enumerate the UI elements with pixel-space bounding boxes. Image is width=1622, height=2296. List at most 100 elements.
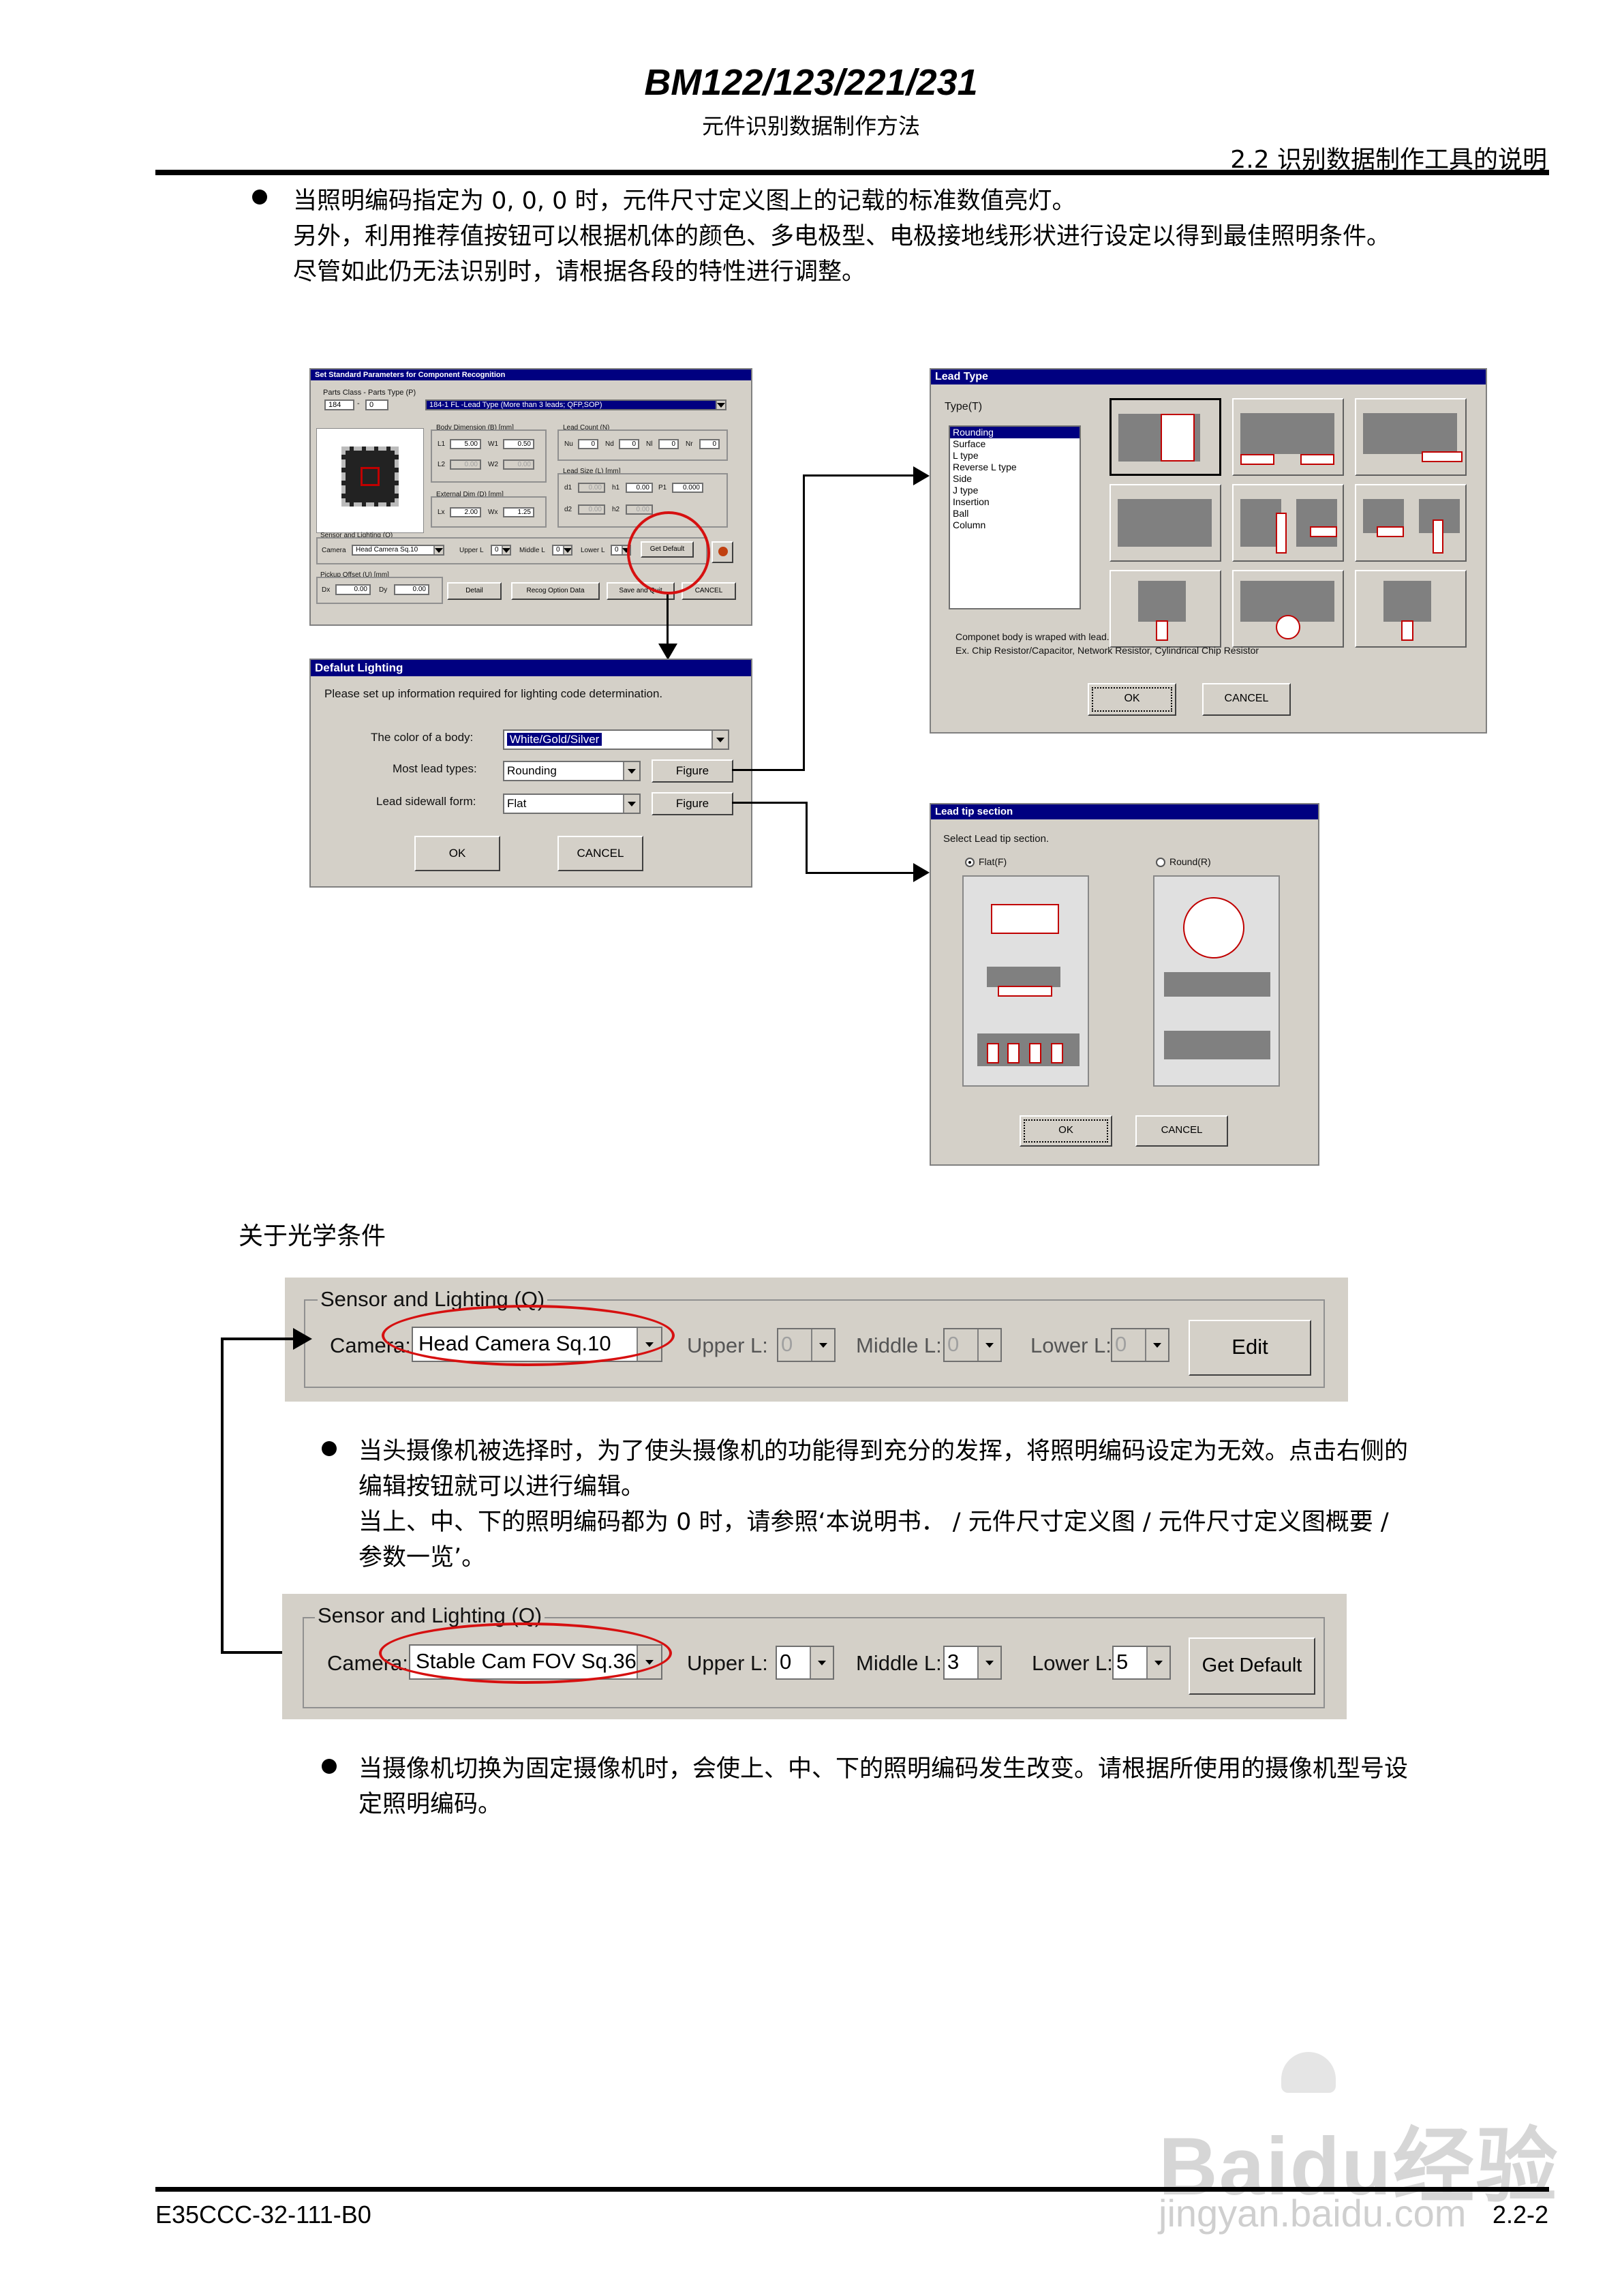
dx-input[interactable]: 0.00 bbox=[335, 584, 371, 595]
parts-class-dash: - bbox=[357, 399, 360, 408]
lower-label: Lower L: bbox=[1030, 1333, 1112, 1357]
nr-input[interactable]: 0 bbox=[699, 439, 720, 449]
get-default-button[interactable]: Get Default bbox=[1189, 1637, 1315, 1695]
parts-class-input[interactable]: 184 bbox=[324, 399, 354, 410]
list-item[interactable]: Insertion bbox=[953, 496, 990, 507]
l1-label: L1 bbox=[438, 440, 446, 448]
arrow-right-icon bbox=[913, 863, 930, 882]
middle-select[interactable]: 0 bbox=[552, 545, 572, 556]
chevron-down-icon bbox=[1146, 1647, 1169, 1678]
figure-lead-type-button[interactable]: Figure bbox=[652, 759, 733, 783]
chevron-down-icon bbox=[716, 401, 725, 409]
d2-input[interactable]: 0.00 bbox=[578, 504, 605, 515]
detail-button[interactable]: Detail bbox=[447, 582, 502, 600]
lead-type-titlebar: Lead Type bbox=[931, 369, 1486, 384]
lead-tile-rounding[interactable] bbox=[1110, 398, 1221, 476]
lower-select[interactable]: 5 bbox=[1112, 1646, 1171, 1680]
list-item[interactable]: Ball bbox=[953, 508, 969, 519]
camera-label: Camera bbox=[322, 547, 346, 554]
j-lead-icon bbox=[1433, 519, 1443, 554]
h2-input[interactable]: 0.00 bbox=[626, 504, 653, 515]
lower-label: Lower L bbox=[581, 547, 605, 554]
w2-input[interactable]: 0.00 bbox=[503, 459, 534, 470]
surface-lead-icon bbox=[1240, 454, 1274, 465]
l2-input[interactable]: 0.00 bbox=[450, 459, 481, 470]
w1-input[interactable]: 0.50 bbox=[503, 439, 534, 449]
middle-select[interactable]: 3 bbox=[943, 1646, 1002, 1680]
parts-type-input[interactable]: 0 bbox=[365, 399, 388, 410]
ok-button[interactable]: OK bbox=[414, 836, 500, 871]
lower-label: Lower L: bbox=[1032, 1651, 1113, 1675]
lighting-preview-button[interactable] bbox=[711, 541, 733, 563]
upper-select[interactable]: 0 bbox=[776, 1646, 834, 1680]
lx-input[interactable]: 2.00 bbox=[450, 507, 481, 517]
lower-value: 0 bbox=[1115, 1332, 1127, 1356]
ok-button[interactable]: OK bbox=[1088, 683, 1176, 716]
lead-tile-column[interactable] bbox=[1355, 570, 1467, 648]
nd-input[interactable]: 0 bbox=[619, 439, 639, 449]
note1-line-3: 当上、中、下的照明编码都为 0 时，请参照‘本说明书． / 元件尺寸定义图 / … bbox=[358, 1509, 1389, 1536]
ok-button[interactable]: OK bbox=[1020, 1115, 1112, 1147]
wx-label: Wx bbox=[488, 509, 498, 516]
lead-types-select[interactable]: Rounding bbox=[503, 761, 641, 781]
middle-select[interactable]: 0 bbox=[943, 1328, 1002, 1362]
radio-round-label[interactable]: Round(R) bbox=[1169, 856, 1211, 867]
cancel-button[interactable]: CANCEL bbox=[557, 836, 643, 871]
list-item[interactable]: J type bbox=[953, 485, 979, 496]
lower-select[interactable]: 0 bbox=[1111, 1328, 1169, 1362]
middle-value: 0 bbox=[947, 1332, 960, 1356]
list-item[interactable]: Column bbox=[953, 519, 986, 530]
connector-line bbox=[732, 769, 804, 771]
upper-select[interactable]: 0 bbox=[777, 1328, 836, 1362]
lead-tile-reverse-l[interactable] bbox=[1110, 484, 1221, 562]
connector-line bbox=[221, 1338, 224, 1652]
p1-input[interactable]: 0.000 bbox=[672, 483, 703, 493]
lead-tile-surface[interactable] bbox=[1232, 398, 1344, 476]
nl-input[interactable]: 0 bbox=[658, 439, 679, 449]
parts-class-label: Parts Class - Parts Type (P) bbox=[323, 389, 416, 397]
lead-tile-ball[interactable] bbox=[1232, 570, 1344, 648]
lead-type-dialog: Lead Type Type(T) Rounding Surface L typ… bbox=[930, 368, 1487, 734]
arrow-right-icon bbox=[913, 466, 930, 485]
radio-flat-icon[interactable] bbox=[965, 858, 975, 867]
list-item[interactable]: Side bbox=[953, 473, 973, 484]
radio-round-icon[interactable] bbox=[1156, 858, 1165, 867]
d2-label: d2 bbox=[564, 506, 572, 513]
figure-sidewall-button[interactable]: Figure bbox=[652, 792, 733, 815]
arrow-down-icon bbox=[658, 644, 677, 660]
h1-input[interactable]: 0.00 bbox=[626, 483, 653, 493]
lead-tile-insertion[interactable] bbox=[1110, 570, 1221, 648]
cancel-button[interactable]: CANCEL bbox=[1202, 683, 1291, 716]
camera-select[interactable]: Head Camera Sq.10 bbox=[352, 545, 444, 556]
lead-tile-side[interactable] bbox=[1232, 484, 1344, 562]
upper-value: 0 bbox=[780, 1650, 792, 1674]
radio-flat-label[interactable]: Flat(F) bbox=[979, 856, 1007, 867]
component-figure bbox=[316, 428, 424, 533]
sidewall-select[interactable]: Flat bbox=[503, 794, 641, 814]
dy-input[interactable]: 0.00 bbox=[394, 584, 429, 595]
header-rule bbox=[155, 170, 1549, 175]
body-color-select[interactable]: White/Gold/Silver bbox=[503, 729, 729, 750]
list-item[interactable]: L type bbox=[953, 450, 979, 461]
wx-input[interactable]: 1.25 bbox=[503, 507, 534, 517]
edit-button[interactable]: Edit bbox=[1189, 1320, 1311, 1376]
recog-option-button[interactable]: Recog Option Data bbox=[511, 582, 600, 600]
list-item[interactable]: Reverse L type bbox=[953, 462, 1017, 472]
lead-tile-l-type[interactable] bbox=[1355, 398, 1467, 476]
lead-tile-j-type[interactable] bbox=[1355, 484, 1467, 562]
l1-input[interactable]: 5.00 bbox=[450, 439, 481, 449]
parts-type-select[interactable]: 184-1 FL -Lead Type (More than 3 leads; … bbox=[425, 399, 726, 410]
lead-type-list[interactable]: Rounding Surface L type Reverse L type S… bbox=[949, 425, 1081, 609]
flat-tip-figure bbox=[962, 875, 1089, 1087]
cancel-button[interactable]: CANCEL bbox=[682, 582, 736, 600]
nu-input[interactable]: 0 bbox=[578, 439, 598, 449]
nu-label: Nu bbox=[564, 440, 573, 448]
upper-label: Upper L bbox=[459, 547, 484, 554]
d1-input[interactable]: 0.00 bbox=[578, 483, 605, 493]
list-item[interactable]: Rounding bbox=[950, 427, 1080, 438]
list-item[interactable]: Surface bbox=[953, 438, 986, 449]
cancel-button[interactable]: CANCEL bbox=[1135, 1115, 1228, 1147]
upper-select[interactable]: 0 bbox=[491, 545, 511, 556]
chevron-down-icon bbox=[623, 762, 639, 780]
lx-label: Lx bbox=[438, 509, 445, 516]
